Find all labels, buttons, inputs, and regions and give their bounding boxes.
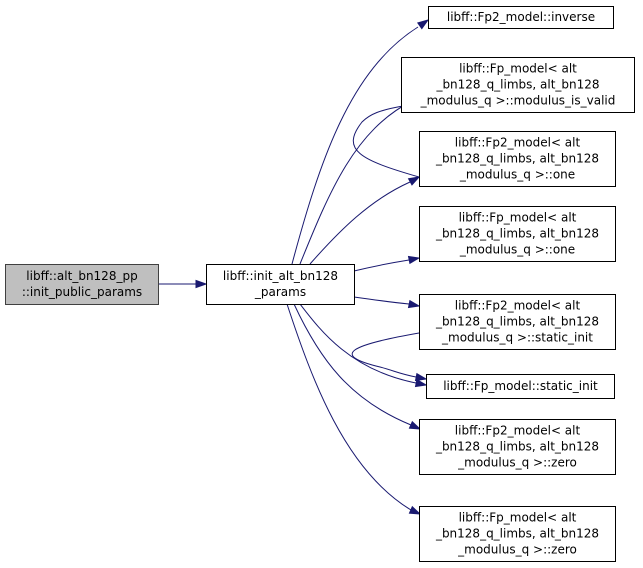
edge-arrowhead <box>407 255 421 265</box>
node-label-line: libff::Fp_model< alt <box>459 511 577 525</box>
edge-init-to-fp_zero <box>286 303 422 515</box>
edge-arrowhead <box>416 19 430 30</box>
edge-line <box>353 259 410 272</box>
edge-fp2_one-to-fp_modulus_is_valid <box>352 101 420 178</box>
node-label-line: _modulus_q >::static_init <box>441 331 593 345</box>
node-init[interactable]: libff::init_alt_bn128_params <box>206 264 355 305</box>
node-label-line: _bn128_q_limbs, alt_bn128 <box>435 152 599 166</box>
node-box[interactable] <box>419 506 616 562</box>
node-box[interactable] <box>206 264 355 305</box>
node-label-line: libff::Fp2_model::inverse <box>447 10 595 24</box>
node-box[interactable] <box>419 294 616 350</box>
node-label-line: _modulus_q >::one <box>459 243 575 257</box>
node-label-line: libff::Fp2_model< alt <box>455 424 581 438</box>
node-fp2-zero[interactable]: libff::Fp2_model< alt_bn128_q_limbs, alt… <box>419 419 616 475</box>
edges-layer <box>158 19 430 515</box>
node-fp2-inverse[interactable]: libff::Fp2_model::inverse <box>428 6 614 29</box>
node-box[interactable] <box>401 57 635 113</box>
edge-fp2_static_init-to-fp_static_init <box>351 332 428 382</box>
node-box[interactable] <box>428 6 614 29</box>
node-box[interactable] <box>419 206 616 262</box>
edge-init-to-fp2_static_init <box>353 296 421 309</box>
node-label-line: libff::Fp_model< alt <box>459 62 577 76</box>
node-label-line: libff::Fp_model< alt <box>459 211 577 225</box>
edge-arrowhead <box>195 279 208 289</box>
edge-init-to-fp_one <box>353 255 421 272</box>
node-label-line: _modulus_q >::zero <box>457 456 577 470</box>
edge-arrowhead <box>414 378 428 388</box>
node-fp-zero[interactable]: libff::Fp_model< alt_bn128_q_limbs, alt_… <box>419 506 616 562</box>
node-label-line: _bn128_q_limbs, alt_bn128 <box>435 527 599 541</box>
edge-init-to-fp2_zero <box>293 303 422 430</box>
node-label-line: _params <box>254 285 306 299</box>
node-box[interactable] <box>419 419 616 475</box>
edge-init-to-fp2_one <box>309 176 421 265</box>
node-fp-one[interactable]: libff::Fp_model< alt_bn128_q_limbs, alt_… <box>419 206 616 262</box>
edge-arrowhead <box>407 299 421 309</box>
edge-line <box>299 100 413 265</box>
node-label-line: libff::alt_bn128_pp <box>26 269 137 283</box>
node-label-line: ::init_public_params <box>22 285 142 299</box>
node-box[interactable] <box>419 131 616 187</box>
edge-arrowhead <box>408 505 422 515</box>
edge-init-to-fp_modulus_is_valid <box>299 95 423 265</box>
node-fp-static-init[interactable]: libff::Fp_model::static_init <box>426 374 615 399</box>
edge-line <box>309 181 411 265</box>
node-label-line: _modulus_q >::one <box>459 168 575 182</box>
node-label-line: _bn128_q_limbs, alt_bn128 <box>435 78 599 92</box>
edge-root-to-init <box>158 279 208 289</box>
node-label-line: libff::init_alt_bn128 <box>223 269 338 283</box>
node-label-line: _modulus_q >::modulus_is_valid <box>420 94 616 108</box>
edge-line <box>293 303 412 426</box>
edge-line <box>353 296 410 305</box>
edge-line <box>291 26 419 265</box>
node-fp-modulus-is-valid[interactable]: libff::Fp_model< alt_bn128_q_limbs, alt_… <box>401 57 635 113</box>
edge-init-to-fp2_inverse <box>291 19 430 265</box>
node-fp2-one[interactable]: libff::Fp2_model< alt_bn128_q_limbs, alt… <box>419 131 616 187</box>
edge-init-to-fp_static_init <box>299 303 428 388</box>
node-label-line: _modulus_q >::zero <box>457 543 577 557</box>
edge-line <box>351 332 420 378</box>
edge-arrowhead <box>414 372 428 382</box>
node-label-line: libff::Fp2_model< alt <box>455 299 581 313</box>
edge-arrowhead <box>407 176 421 186</box>
node-box[interactable] <box>426 374 615 399</box>
edge-line <box>299 303 417 384</box>
node-label-line: _bn128_q_limbs, alt_bn128 <box>435 440 599 454</box>
node-label-line: libff::Fp2_model< alt <box>455 136 581 150</box>
node-root[interactable]: libff::alt_bn128_pp::init_public_params <box>5 264 159 305</box>
edge-line <box>286 303 412 511</box>
edge-line <box>352 105 420 178</box>
node-label-line: _bn128_q_limbs, alt_bn128 <box>435 315 599 329</box>
node-label-line: libff::Fp_model::static_init <box>443 379 598 393</box>
node-fp2-static-init[interactable]: libff::Fp2_model< alt_bn128_q_limbs, alt… <box>419 294 616 350</box>
node-box[interactable] <box>5 264 159 305</box>
node-label-line: _bn128_q_limbs, alt_bn128 <box>435 227 599 241</box>
edge-arrowhead <box>408 420 422 430</box>
nodes-layer: libff::alt_bn128_pp::init_public_paramsl… <box>5 6 635 562</box>
